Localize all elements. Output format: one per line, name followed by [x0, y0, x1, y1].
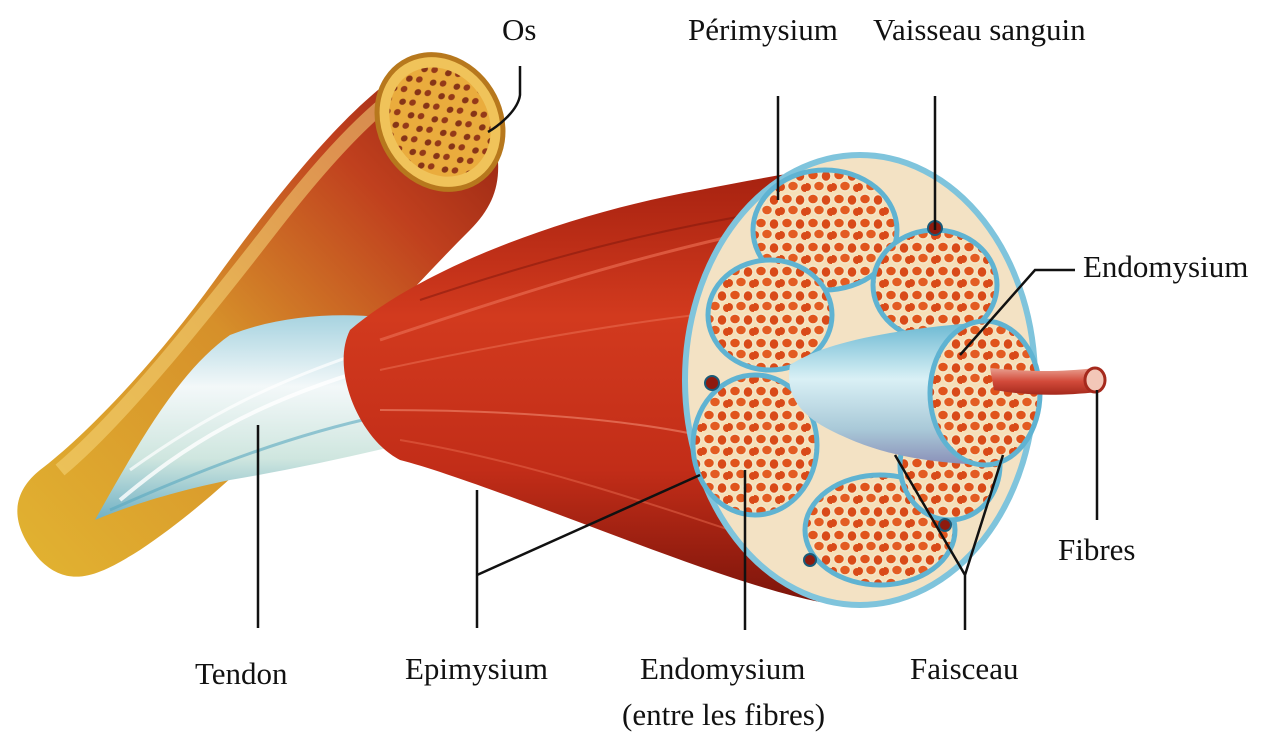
label-fibres: Fibres — [1058, 532, 1136, 567]
label-perimysium: Périmysium — [688, 12, 838, 47]
label-vaisseau-sanguin: Vaisseau sanguin — [873, 12, 1086, 47]
label-os: Os — [502, 12, 536, 47]
label-tendon: Tendon — [195, 656, 288, 691]
label-endomysium-bottom: Endomysium — [640, 651, 805, 686]
label-endomysium-top: Endomysium — [1083, 249, 1248, 284]
label-epimysium: Epimysium — [405, 651, 548, 686]
label-endomysium-note: (entre les fibres) — [622, 697, 825, 732]
label-faisceau: Faisceau — [910, 651, 1018, 686]
muscle-fiber — [990, 368, 1105, 395]
